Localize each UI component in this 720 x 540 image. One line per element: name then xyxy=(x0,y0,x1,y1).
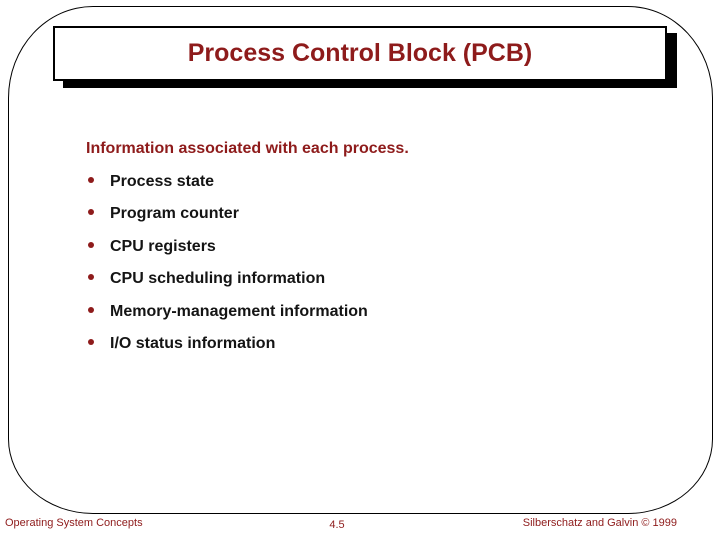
list-item: Memory-management information xyxy=(88,302,368,334)
bullet-dot-icon xyxy=(88,338,94,345)
footer-book-title: Operating System Concepts xyxy=(5,517,143,529)
bullet-item-label: Program counter xyxy=(110,205,239,223)
bullet-dot-icon xyxy=(88,241,94,248)
list-item: I/O status information xyxy=(88,334,368,366)
footer-authors: Silberschatz and Galvin © 1999 xyxy=(522,517,677,529)
footer-page-number: 4.5 xyxy=(329,519,345,531)
bullet-item-label: CPU registers xyxy=(110,237,216,255)
slide-rounded-border xyxy=(8,6,713,514)
list-item: CPU scheduling information xyxy=(88,269,368,301)
bullet-item-label: Memory-management information xyxy=(110,302,368,320)
bullet-dot-icon xyxy=(88,209,94,216)
bullet-item-label: CPU scheduling information xyxy=(110,270,326,288)
title-box: Process Control Block (PCB) xyxy=(53,26,667,81)
bullet-dot-icon xyxy=(88,274,94,281)
bullet-dot-icon xyxy=(88,177,94,183)
body-heading: Information associated with each process… xyxy=(86,140,409,157)
slide-title: Process Control Block (PCB) xyxy=(187,39,533,67)
list-item: Program counter xyxy=(88,204,368,236)
bullet-dot-icon xyxy=(88,306,94,313)
bullet-list: Process state Program counter CPU regist… xyxy=(88,172,368,366)
bullet-item-label: I/O status information xyxy=(110,334,276,352)
list-item: CPU registers xyxy=(88,237,368,269)
list-item: Process state xyxy=(88,172,368,204)
bullet-item-label: Process state xyxy=(110,173,215,190)
